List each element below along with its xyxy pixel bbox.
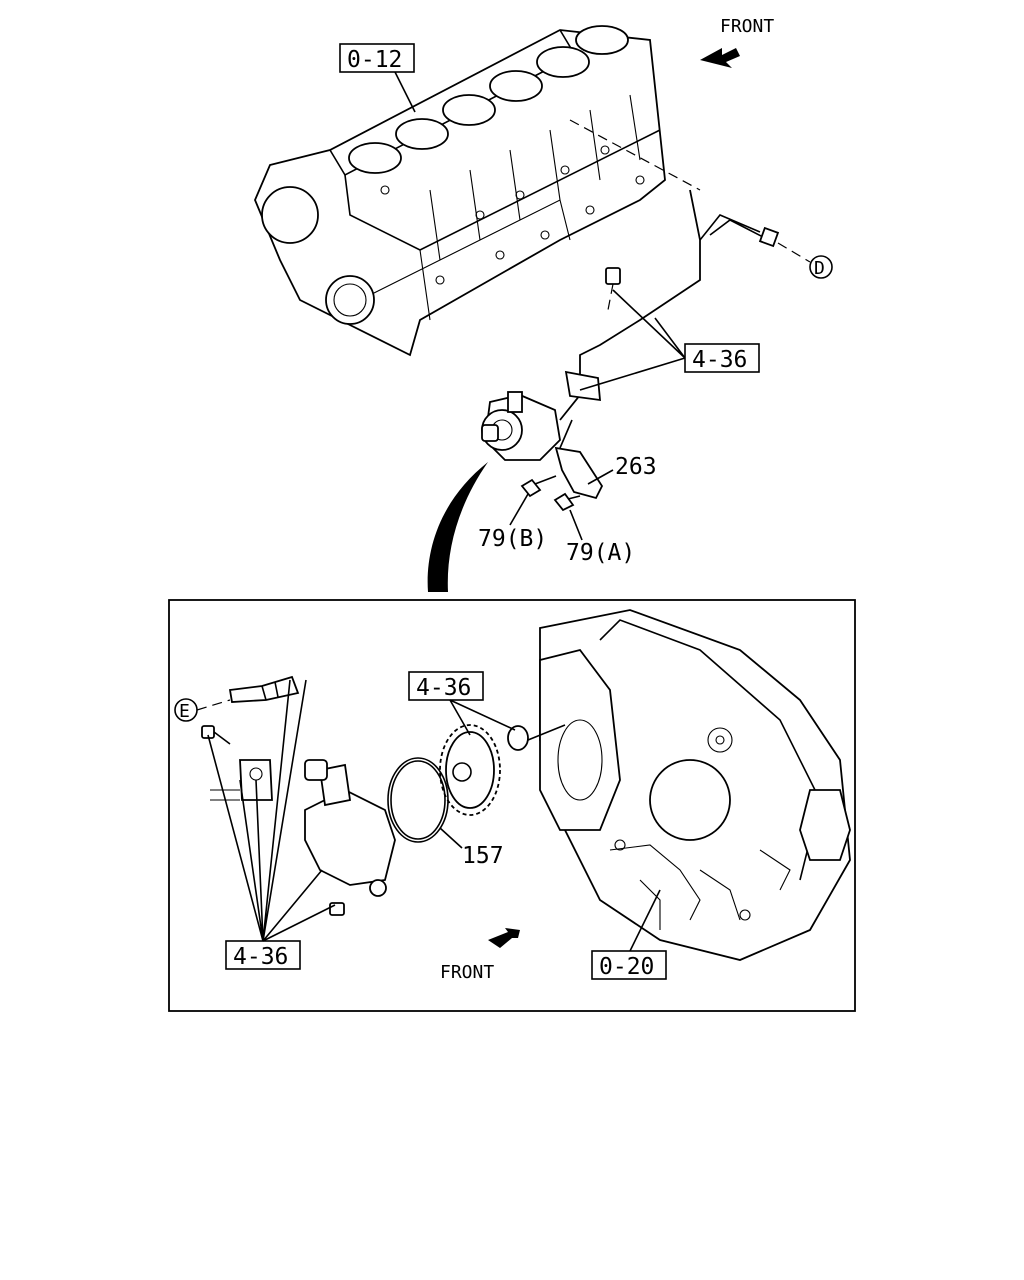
pump-detail — [210, 759, 396, 897]
hollow-bolt — [605, 267, 621, 311]
svg-text:0-20: 0-20 — [599, 954, 654, 980]
label-housing-ref: 0-20 — [591, 889, 667, 980]
bolt-79a — [553, 492, 581, 512]
svg-text:4-36: 4-36 — [233, 944, 288, 970]
small-bolt — [201, 725, 231, 745]
bracket-263 — [554, 419, 604, 500]
pump-upper — [481, 391, 561, 461]
label-front-top: FRONT — [700, 16, 774, 68]
svg-text:D: D — [814, 258, 825, 279]
label-upper-bracket-ref: 4-36 — [579, 289, 760, 391]
label-gear-ref: 4-36 — [408, 671, 516, 736]
front-arrow-icon — [700, 48, 740, 68]
svg-text:E: E — [179, 701, 190, 722]
label-oring: 157 — [439, 827, 504, 869]
label-bolt-79b: 79(B) — [478, 493, 547, 552]
svg-text:0-12: 0-12 — [347, 47, 402, 73]
svg-text:79(B): 79(B) — [478, 526, 547, 552]
connector-d: D — [809, 255, 833, 279]
svg-text:FRONT: FRONT — [440, 962, 494, 983]
label-pump-ref: 4-36 — [207, 679, 336, 970]
nut — [329, 902, 345, 916]
o-ring — [387, 757, 449, 843]
svg-text:4-36: 4-36 — [416, 675, 471, 701]
flywheel-housing — [539, 609, 851, 961]
pipe-clamp — [564, 370, 601, 402]
connector-e: E — [174, 698, 198, 722]
label-front-bottom: FRONT — [440, 928, 520, 983]
svg-text:79(A): 79(A) — [566, 540, 635, 566]
label-bracket-263: 263 — [587, 454, 657, 485]
cylinder-block — [254, 25, 666, 357]
svg-text:157: 157 — [462, 843, 504, 869]
label-block-ref: 0-12 — [339, 43, 416, 113]
gear — [439, 724, 566, 816]
svg-text:263: 263 — [615, 454, 657, 480]
sensor — [196, 675, 300, 711]
adapter-plate — [539, 648, 621, 831]
front-arrow-icon-bottom — [488, 928, 520, 948]
svg-text:4-36: 4-36 — [692, 347, 747, 373]
detail-frame — [168, 599, 856, 1012]
svg-text:FRONT: FRONT — [720, 16, 774, 37]
detail-arrow — [427, 462, 488, 592]
bolt-79b — [520, 475, 557, 498]
label-bolt-79a: 79(A) — [566, 509, 635, 566]
